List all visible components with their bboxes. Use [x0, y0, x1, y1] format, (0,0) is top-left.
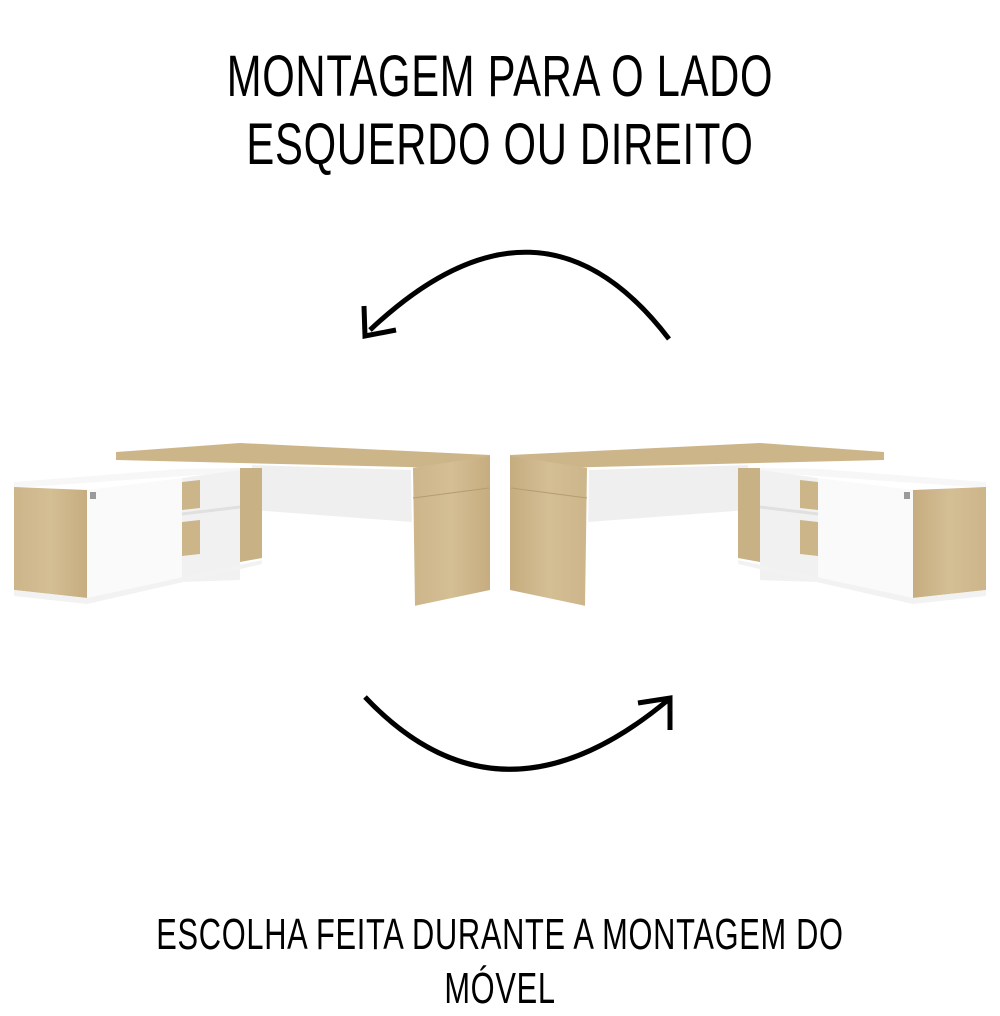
title-line-2: ESQUERDO OU DIREITO	[246, 112, 754, 177]
arrow-curved-left-icon	[361, 249, 671, 341]
title-line-1: MONTAGEM PARA O LADO	[226, 44, 774, 109]
arrow-curved-right-icon	[363, 695, 673, 772]
right-desk-image	[510, 443, 986, 607]
left-desk-image	[14, 443, 490, 607]
